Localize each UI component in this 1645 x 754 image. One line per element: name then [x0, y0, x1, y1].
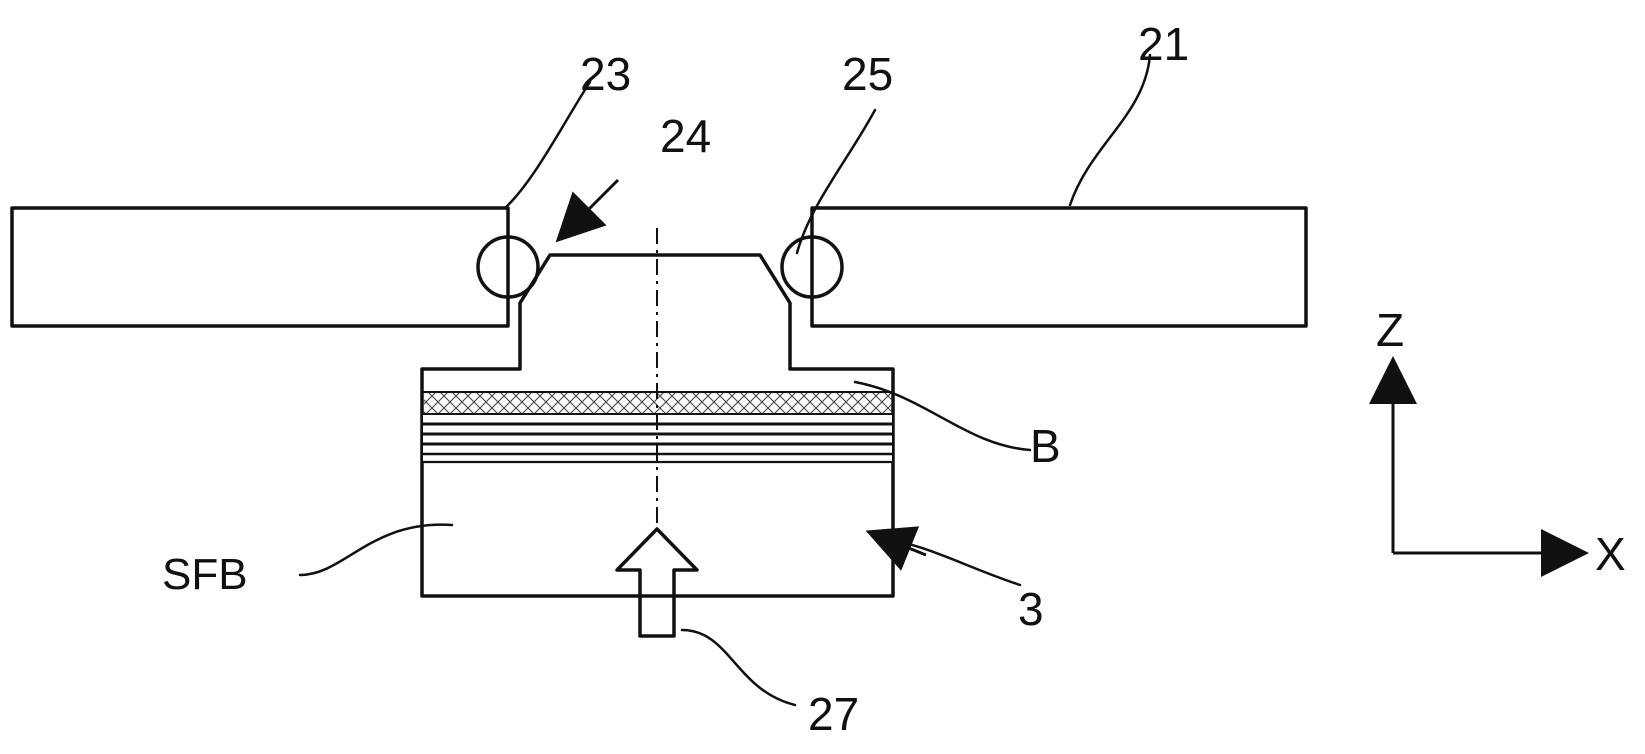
raised-portion	[420, 253, 895, 598]
arrow-24	[555, 178, 620, 243]
label-23: 23	[580, 48, 631, 100]
hollow-arrow-27	[615, 527, 699, 638]
label-27: 27	[808, 688, 859, 740]
label-24: 24	[660, 110, 711, 162]
right-plate	[810, 206, 1308, 328]
label-sfb: SFB	[162, 550, 248, 599]
arrow-3	[865, 526, 927, 571]
right-seal	[780, 235, 844, 299]
left-plate	[10, 206, 510, 328]
leader-b	[853, 380, 1032, 452]
leader-27	[680, 628, 797, 707]
leader-sfb	[298, 523, 454, 577]
label-x: X	[1595, 528, 1626, 580]
leader-23	[503, 80, 592, 210]
label-3: 3	[1018, 583, 1044, 635]
axis-indicator	[1369, 356, 1589, 577]
leader-21	[1068, 53, 1152, 207]
left-seal	[476, 235, 540, 299]
label-25: 25	[842, 48, 893, 100]
label-21: 21	[1138, 18, 1189, 70]
label-z: Z	[1376, 304, 1404, 356]
leader-25	[795, 108, 877, 255]
label-b: B	[1030, 420, 1061, 472]
